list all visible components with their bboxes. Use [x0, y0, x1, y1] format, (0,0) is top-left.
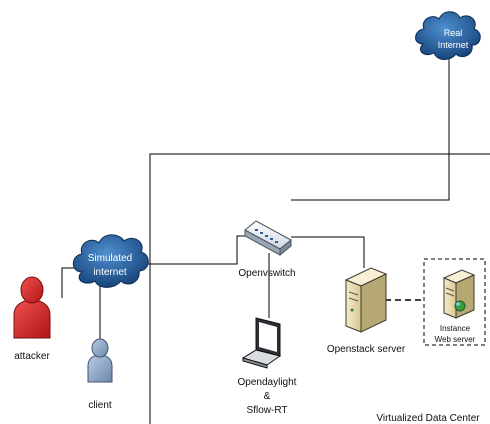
simulated-internet-label-2: internet	[93, 267, 127, 278]
instance-label-1: Instance	[440, 324, 471, 333]
cloud-icon	[415, 11, 481, 60]
virtualized-data-center-label: Virtualized Data Center	[376, 413, 480, 424]
simulated-internet-label-1: Simulated	[88, 253, 132, 264]
person-icon	[13, 276, 51, 339]
controller-label-3: Sflow-RT	[247, 405, 288, 416]
real-internet-cloud: Real Internet	[415, 11, 481, 60]
controller-label-2: &	[264, 391, 271, 402]
instance-label-2: Web server	[435, 335, 476, 344]
openvswitch: Openvswitch	[238, 220, 296, 279]
link-simulated-switch	[147, 235, 248, 265]
link-real-internet	[291, 55, 450, 201]
attacker-label: attacker	[14, 351, 50, 362]
controller: Opendaylight & Sflow-RT	[238, 317, 297, 416]
simulated-internet-cloud: Simulated internet	[72, 234, 149, 288]
switch-icon	[244, 220, 292, 257]
link-frame	[149, 153, 490, 424]
client: client	[87, 338, 113, 411]
client-label: client	[88, 400, 112, 411]
attacker: attacker	[13, 276, 51, 362]
server-icon	[344, 267, 388, 333]
openstack-server-label: Openstack server	[327, 344, 406, 355]
link-simulated-attacker	[61, 267, 83, 298]
real-internet-label-2: Internet	[438, 40, 469, 50]
person-icon	[87, 338, 113, 383]
cloud-icon	[72, 234, 149, 288]
globe-icon	[454, 300, 466, 312]
instance: Instance Web server	[423, 258, 486, 346]
controller-label-1: Opendaylight	[238, 377, 297, 388]
openvswitch-label: Openvswitch	[238, 268, 295, 279]
openstack-server: Openstack server	[327, 267, 406, 355]
link-switch-openstack	[291, 236, 365, 268]
laptop-icon	[241, 317, 282, 369]
instance-box	[423, 258, 486, 346]
real-internet-label-1: Real	[444, 28, 463, 38]
